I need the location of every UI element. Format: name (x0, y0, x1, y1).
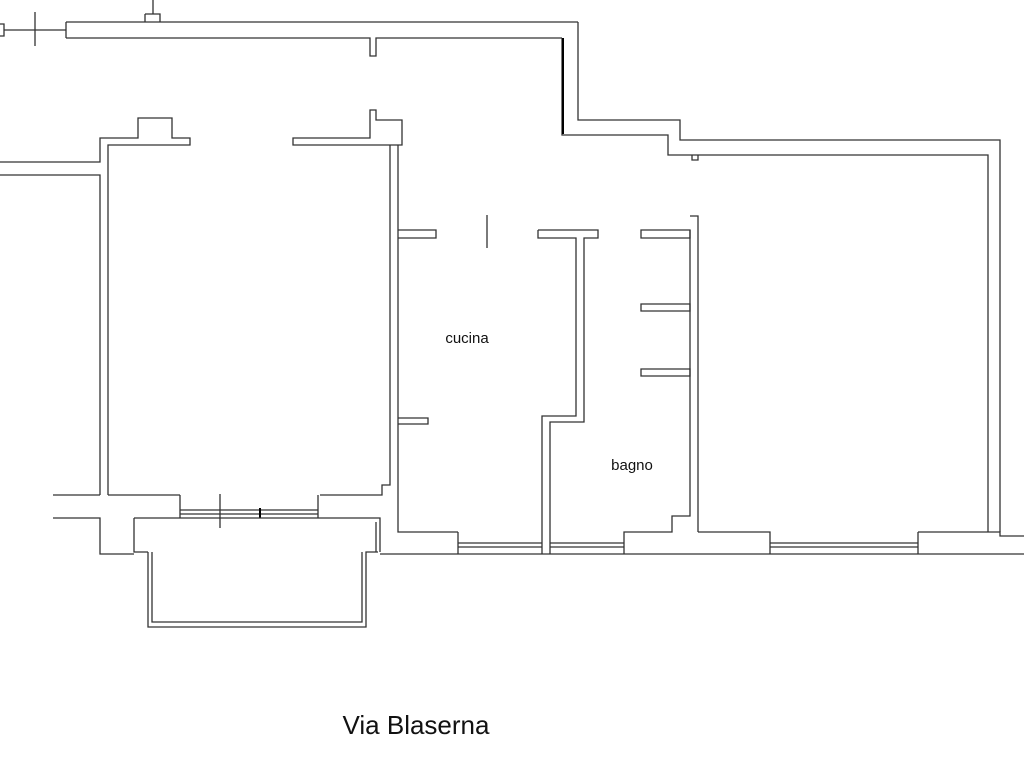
left-room-window (179, 494, 319, 528)
top-corridor-walls (0, 0, 1024, 537)
street-label: Via Blaserna (343, 710, 490, 740)
left-room-walls (0, 109, 458, 555)
kitchen-walls (398, 215, 599, 554)
facade (380, 532, 1024, 555)
kitchen-label: cucina (445, 330, 489, 347)
balcony-walls (133, 517, 381, 628)
bathroom-label: bagno (611, 457, 653, 474)
bathroom-walls (623, 215, 771, 554)
right-room-walls (917, 531, 988, 554)
